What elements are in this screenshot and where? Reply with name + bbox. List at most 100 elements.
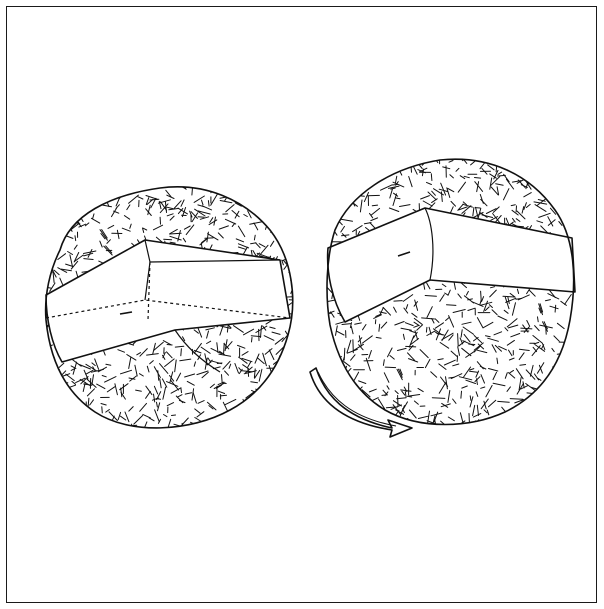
straw-stroke <box>124 216 129 220</box>
straw-stroke <box>323 352 331 358</box>
straw-stroke <box>473 405 475 415</box>
straw-stroke <box>292 373 302 376</box>
straw-stroke <box>208 234 218 240</box>
straw-stroke <box>129 407 133 412</box>
straw-stroke <box>449 316 454 328</box>
straw-stroke <box>118 350 125 353</box>
straw-stroke <box>566 408 573 412</box>
straw-stroke <box>552 348 554 351</box>
straw-stroke <box>238 226 244 237</box>
straw-stroke <box>407 396 411 397</box>
straw-stroke <box>40 243 46 246</box>
straw-stroke <box>100 241 102 247</box>
straw-stroke <box>354 158 364 159</box>
straw-stroke <box>576 269 585 272</box>
straw-stroke <box>485 307 489 311</box>
straw-stroke <box>370 409 380 412</box>
left-bale <box>37 177 302 446</box>
straw-stroke <box>556 437 561 440</box>
straw-stroke <box>440 295 444 302</box>
straw-stroke <box>510 370 514 372</box>
straw-stroke <box>58 254 66 260</box>
straw-stroke <box>561 387 567 392</box>
straw-stroke <box>554 336 559 341</box>
straw-stroke <box>567 178 571 180</box>
straw-stroke <box>409 177 412 187</box>
straw-stroke <box>133 184 139 191</box>
straw-stroke <box>45 361 49 371</box>
straw-stroke <box>320 271 326 274</box>
straw-stroke <box>222 425 228 429</box>
straw-stroke <box>319 269 322 274</box>
straw-stroke <box>176 432 183 433</box>
straw-stroke <box>505 328 508 331</box>
straw-stroke <box>79 365 90 370</box>
straw-stroke <box>557 353 569 355</box>
straw-stroke <box>78 178 89 184</box>
straw-stroke <box>291 335 292 345</box>
straw-stroke <box>292 225 296 227</box>
straw-stroke <box>336 152 339 155</box>
straw-stroke <box>505 373 507 379</box>
straw-stroke <box>490 287 494 288</box>
straw-stroke <box>379 324 380 331</box>
straw-stroke <box>435 319 439 323</box>
straw-stroke <box>410 331 415 333</box>
straw-stroke <box>143 228 147 230</box>
straw-stroke <box>488 165 495 170</box>
straw-stroke <box>291 218 292 224</box>
straw-stroke <box>504 189 509 200</box>
straw-stroke <box>493 383 505 386</box>
straw-stroke <box>224 195 230 196</box>
straw-stroke <box>517 289 518 293</box>
straw-stroke <box>551 424 554 430</box>
straw-stroke <box>293 333 299 343</box>
straw-stroke <box>574 329 583 331</box>
straw-stroke <box>215 427 224 430</box>
straw-stroke <box>160 379 162 388</box>
straw-stroke <box>582 399 583 409</box>
straw-stroke <box>540 161 551 167</box>
straw-stroke <box>329 192 337 199</box>
straw-stroke <box>211 194 218 205</box>
straw-stroke <box>571 416 576 422</box>
straw-stroke <box>409 410 416 418</box>
straw-stroke <box>458 334 459 347</box>
straw-stroke <box>475 178 481 179</box>
straw-stroke <box>463 327 474 334</box>
straw-stroke <box>431 372 437 377</box>
straw-stroke <box>535 205 546 212</box>
straw-stroke <box>351 183 361 189</box>
straw-stroke <box>497 358 498 364</box>
straw-stroke <box>569 231 574 232</box>
straw-stroke <box>146 391 151 398</box>
straw-stroke <box>529 414 533 425</box>
straw-stroke <box>583 412 585 418</box>
straw-stroke <box>453 310 465 313</box>
straw-stroke <box>339 361 341 372</box>
straw-stroke <box>252 338 253 342</box>
straw-stroke <box>446 318 450 321</box>
straw-stroke <box>130 224 131 228</box>
straw-stroke <box>498 172 502 174</box>
straw-stroke <box>129 357 131 368</box>
straw-stroke <box>134 416 143 425</box>
straw-stroke <box>463 341 474 346</box>
straw-stroke <box>566 152 572 159</box>
straw-stroke <box>210 218 213 223</box>
straw-stroke <box>319 247 324 256</box>
straw-stroke <box>492 310 497 315</box>
straw-stroke <box>184 226 190 229</box>
straw-stroke <box>107 387 114 392</box>
straw-stroke <box>357 393 363 401</box>
straw-stroke <box>557 197 565 201</box>
straw-stroke <box>203 423 212 426</box>
straw-stroke <box>331 172 333 180</box>
straw-stroke <box>394 151 403 156</box>
straw-stroke <box>267 385 270 389</box>
straw-stroke <box>177 373 181 381</box>
straw-stroke <box>197 412 204 417</box>
straw-stroke <box>192 184 193 195</box>
straw-stroke <box>54 221 63 224</box>
straw-stroke <box>79 185 80 193</box>
